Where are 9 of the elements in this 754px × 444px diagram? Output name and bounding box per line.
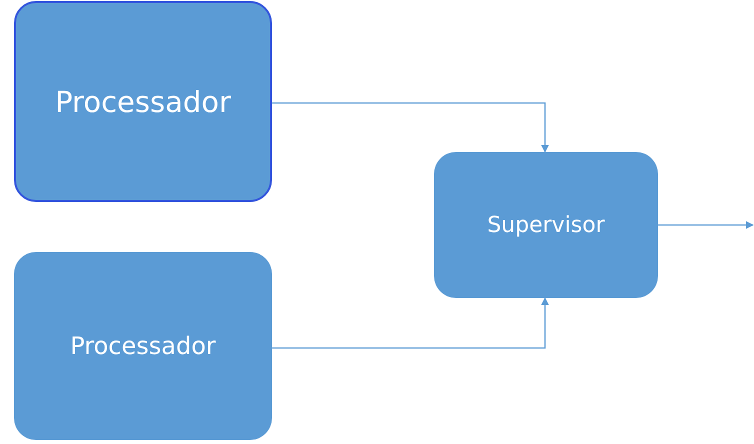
box-label: Processador xyxy=(70,332,216,360)
process-box xyxy=(14,1,272,202)
box-label: Supervisor xyxy=(487,212,605,238)
arrow xyxy=(658,221,754,229)
process-box xyxy=(434,152,658,298)
box-label: Processador xyxy=(55,84,231,118)
arrow xyxy=(272,102,549,153)
process-box xyxy=(14,252,272,440)
arrow xyxy=(272,297,549,349)
